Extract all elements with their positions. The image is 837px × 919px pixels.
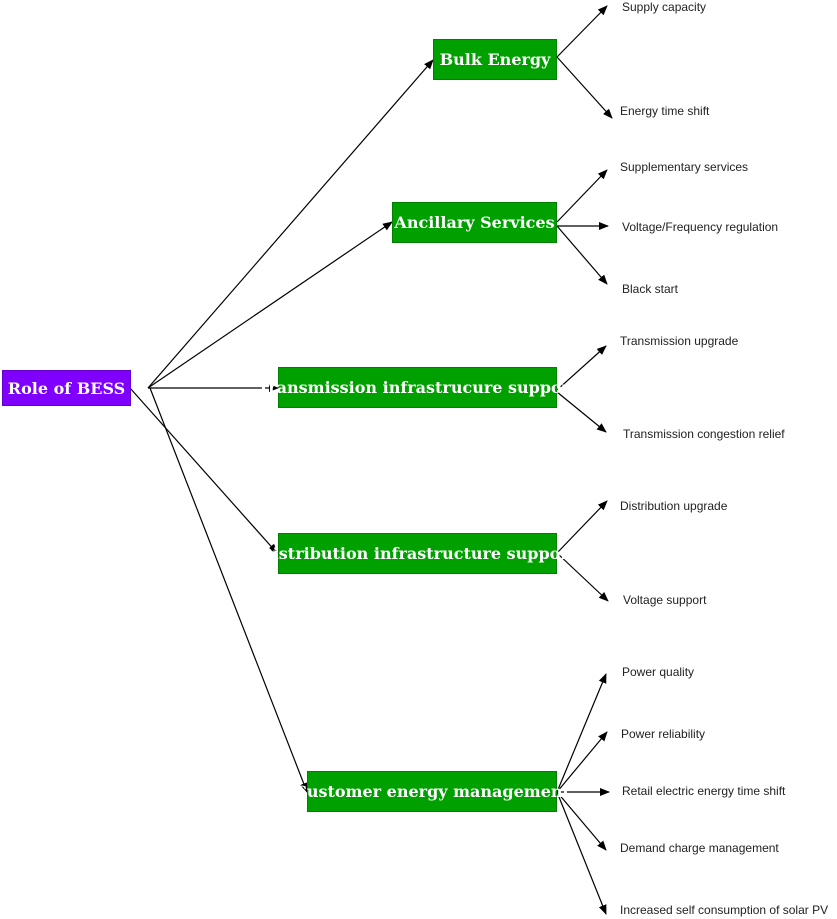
edge-ancillary-to-supplementary (556, 169, 608, 223)
leaf-energy-time-shift: Energy time shift (620, 104, 710, 118)
edge-customer-to-demand-charge (556, 791, 607, 851)
edge-bulk-to-energy-time-shift (556, 56, 613, 119)
edge-root-to-distribution-support (129, 387, 278, 554)
edge-ancillary-to-black-start (556, 225, 608, 285)
leaf-transmission-upgrade: Transmission upgrade (620, 334, 739, 348)
root-node-role-of-bess: Role of BESS (2, 370, 131, 406)
category-node-ancillary-services: Ancillary Services (392, 202, 557, 243)
leaf-demand-charge-management: Demand charge management (620, 841, 779, 855)
leaf-power-reliability: Power reliability (621, 727, 706, 741)
edge-transmission-to-congestion (556, 391, 607, 433)
category-node-distribution-support: Distribution infrastructure support (259, 533, 576, 574)
leaf-retail-electric-energy-time-shift: Retail electric energy time shift (622, 784, 786, 798)
category-node-customer-energy-management: Customer energy management (294, 771, 570, 812)
edge-distribution-to-upgrade (556, 500, 608, 554)
edge-bulk-to-supply-capacity (556, 5, 608, 58)
edge-root-to-bulk-energy (147, 59, 434, 389)
edge-customer-to-power-quality (556, 673, 607, 793)
leaf-transmission-congestion-relief: Transmission congestion relief (623, 427, 785, 441)
leaf-distribution-upgrade: Distribution upgrade (620, 499, 728, 513)
edge-customer-to-self-consumption (556, 791, 607, 915)
category-node-transmission-support: Transmission infrastrucure support (257, 367, 578, 408)
leaf-voltage-support: Voltage support (623, 593, 707, 607)
leaf-supplementary-services: Supplementary services (620, 160, 749, 174)
leaf-voltage-frequency-regulation: Voltage/Frequency regulation (622, 220, 779, 234)
edge-root-to-ancillary-services (147, 221, 393, 389)
edge-root-to-customer-energy-management (149, 387, 308, 793)
edge-distribution-to-voltage-support (556, 552, 609, 602)
leaf-power-quality: Power quality (622, 665, 695, 679)
edge-customer-to-power-reliability (556, 731, 608, 793)
category-node-bulk-energy: Bulk Energy (433, 39, 557, 80)
leaf-increased-self-consumption-solar-pv: Increased self consumption of solar PV (620, 903, 829, 917)
edge-transmission-to-upgrade (556, 345, 607, 391)
leaf-black-start: Black start (622, 282, 679, 296)
leaf-supply-capacity: Supply capacity (622, 0, 707, 14)
